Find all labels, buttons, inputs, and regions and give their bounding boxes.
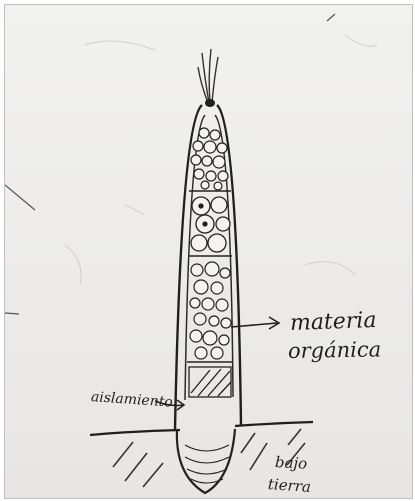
stake-sketch-drawing [5, 5, 412, 498]
label-organica: orgánica [288, 337, 382, 363]
insulation-block [189, 367, 231, 397]
top-knot [205, 99, 215, 107]
label-tierra: tierra [267, 475, 311, 496]
sketch-sheet: materia orgánica aislamiento bajo tierra [4, 4, 413, 499]
compartment-mixed-balls [190, 262, 231, 359]
underground-tip [177, 429, 235, 493]
corner-mark [327, 14, 335, 21]
compartment-large-balls [191, 197, 230, 252]
margin-marks [5, 185, 35, 314]
label-bajo: bajo [275, 453, 308, 473]
ground-line [90, 422, 313, 435]
label-materia: materia [290, 308, 377, 336]
sprout [198, 49, 218, 103]
